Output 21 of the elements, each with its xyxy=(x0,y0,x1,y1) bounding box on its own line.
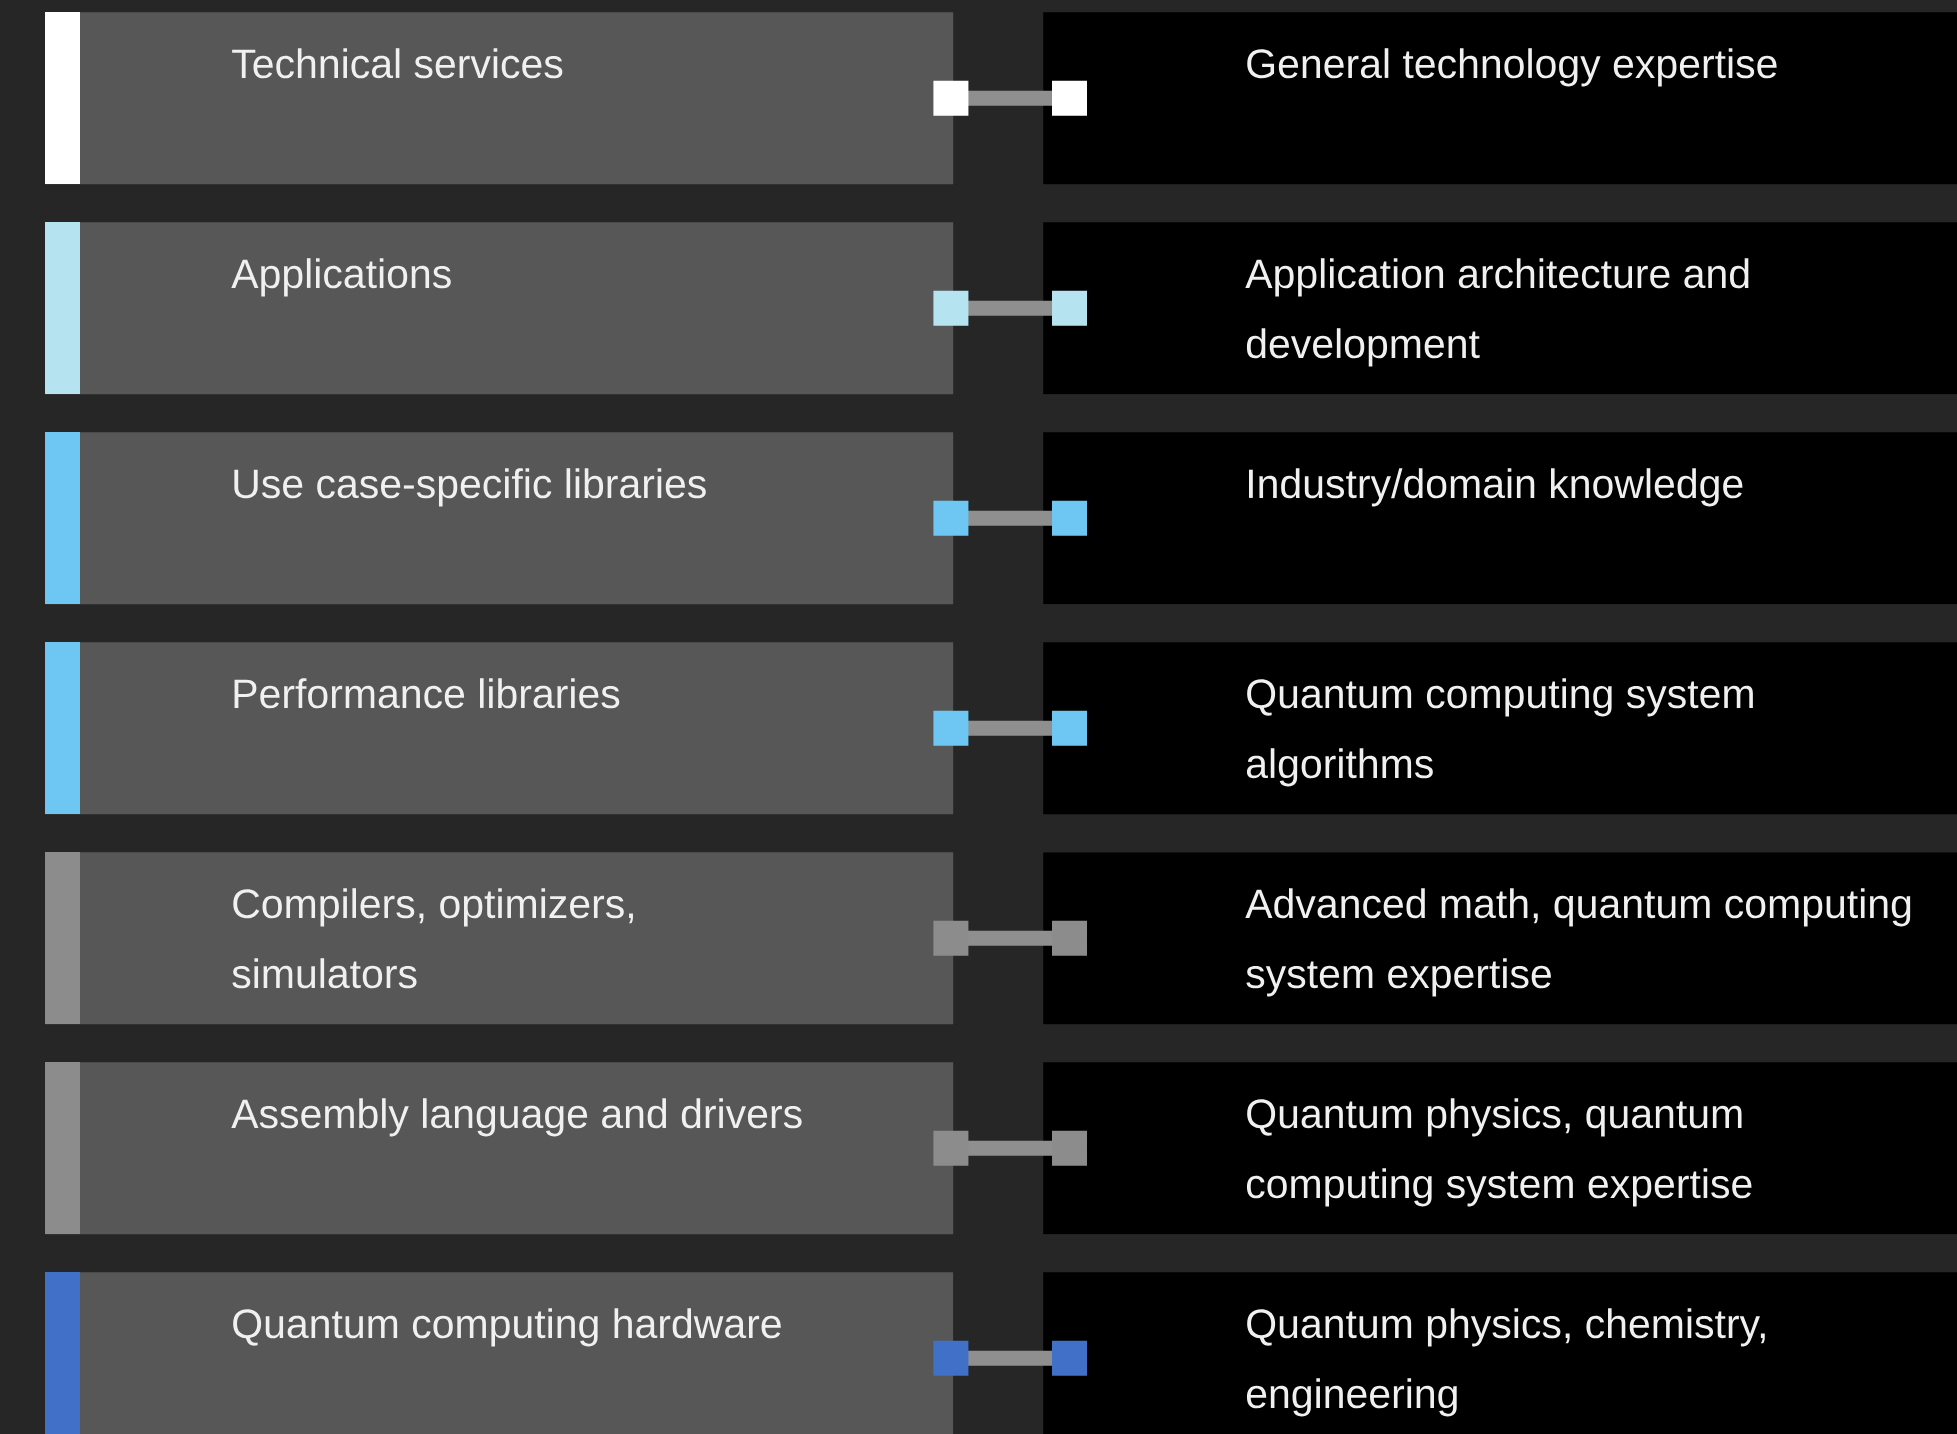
connector-line xyxy=(933,1340,1087,1376)
layer-box: Technical services xyxy=(45,12,954,185)
expertise-box: Application architecture and development xyxy=(1043,222,1957,395)
layer-box: Compilers, optimizers, simulators xyxy=(45,852,954,1025)
connector-line xyxy=(933,920,1087,956)
layer-box: Applications xyxy=(45,222,954,395)
layer-box: Use case-specific libraries xyxy=(45,432,954,605)
expertise-box: Quantum computing system algorithms xyxy=(1043,642,1957,815)
connector-line xyxy=(933,710,1087,746)
layer-box: Quantum computing hardware xyxy=(45,1272,954,1434)
layer-box: Performance libraries xyxy=(45,642,954,815)
layer-box: Assembly language and drivers xyxy=(45,1062,954,1235)
connector-line xyxy=(933,290,1087,326)
connector-line xyxy=(933,80,1087,116)
connector-line xyxy=(933,500,1087,536)
expertise-box: Industry/domain knowledge xyxy=(1043,432,1957,605)
connector-line xyxy=(933,1130,1087,1166)
expertise-box: Advanced math, quantum computing system expertise xyxy=(1043,852,1957,1025)
expertise-box: Quantum physics, quantum computing system expertise xyxy=(1043,1062,1957,1235)
expertise-box: General technology expertise xyxy=(1043,12,1957,185)
expertise-box: Quantum physics, chemistry, engineering xyxy=(1043,1272,1957,1434)
